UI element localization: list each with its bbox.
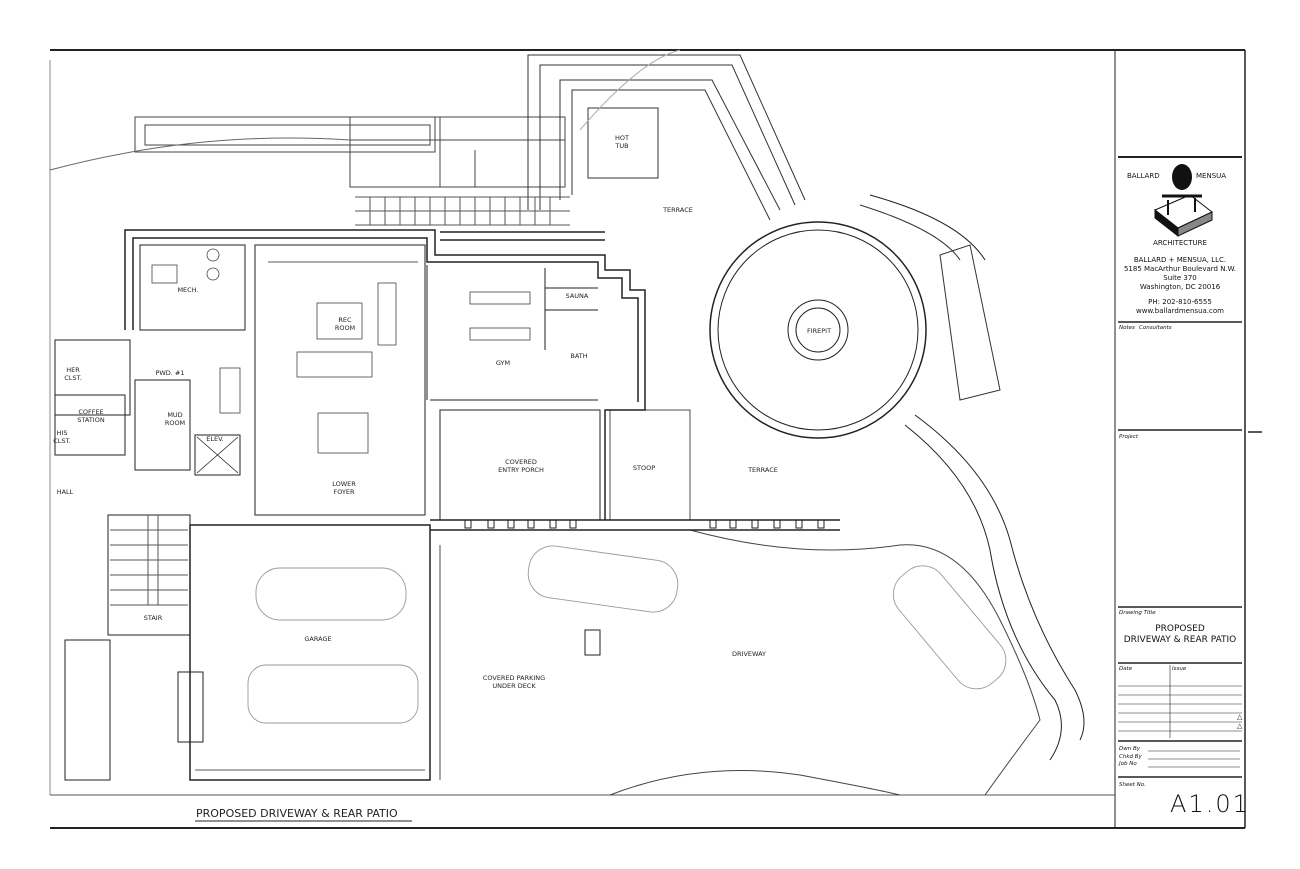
label-foyer-2: FOYER	[333, 488, 355, 496]
firm-address-1: 5185 MacArthur Boulevard N.W.	[1123, 265, 1237, 273]
sheet-number: A1.01	[1170, 790, 1250, 818]
firm-phone: PH: 202-810-6555	[1148, 298, 1212, 306]
label-hall: HALL	[57, 488, 74, 496]
drawing-caption: PROPOSED DRIVEWAY & REAR PATIO	[196, 807, 398, 820]
label-stoop: STOOP	[633, 464, 655, 472]
label-foyer-1: LOWER	[332, 480, 356, 488]
firm-logo	[1154, 164, 1213, 238]
drawing-title: PROPOSED DRIVEWAY & REAR PATIO	[1118, 624, 1242, 646]
label-stair: STAIR	[144, 614, 163, 622]
firm-name-right: MENSUA	[1196, 172, 1227, 180]
sheet-no-label: Sheet No.	[1119, 782, 1146, 788]
room-labels: HOT TUB TERRACE FIREPIT MECH. REC ROOM G…	[53, 134, 831, 690]
cars	[247, 545, 1007, 724]
firm-address-3: Washington, DC 20016	[1139, 283, 1221, 291]
label-his-closet-2: CLST.	[53, 437, 71, 445]
label-bath: BATH	[570, 352, 587, 360]
label-coffee-1: COFFEE	[78, 408, 103, 416]
label-rec-room-2: ROOM	[335, 324, 355, 332]
terrace-walls	[527, 54, 806, 221]
title-block-lines	[1118, 156, 1242, 778]
label-coffee-2: STATION	[77, 416, 105, 424]
label-sauna: SAUNA	[566, 292, 589, 300]
label-pwd: PWD. #1	[155, 369, 184, 377]
date-label: Date	[1119, 666, 1133, 672]
label-his-closet-1: HIS	[57, 429, 68, 437]
label-mud-2: ROOM	[165, 419, 185, 427]
label-elev: ELEV.	[206, 435, 224, 443]
chkd-by-label: Chkd By	[1119, 753, 1142, 760]
furniture	[151, 248, 531, 454]
columns	[464, 519, 825, 529]
label-garage: GARAGE	[304, 635, 331, 643]
site-arc-top	[49, 137, 351, 171]
label-hot-tub-1: HOT	[615, 134, 629, 142]
dwn-by-label: Dwn By	[1119, 746, 1140, 752]
label-hot-tub-2: TUB	[614, 142, 628, 150]
label-firepit: FIREPIT	[807, 327, 831, 335]
firm-architecture: ARCHITECTURE	[1153, 239, 1207, 247]
job-no-label: Job No	[1119, 761, 1137, 767]
label-mech: MECH.	[177, 286, 198, 294]
house-walls	[54, 229, 840, 781]
label-her-closet-1: HER	[66, 366, 80, 374]
label-parking-1: COVERED PARKING	[483, 674, 545, 682]
drawn-checked-block: Dwn By Chkd By Job No	[1119, 746, 1142, 769]
issue-label: Issue	[1172, 666, 1187, 672]
revision-triangle-1: △	[1237, 713, 1243, 721]
label-parking-2: UNDER DECK	[492, 682, 536, 690]
pergola-beams	[134, 116, 566, 188]
drawing-title-line-1: PROPOSED	[1155, 624, 1205, 634]
tree-line	[579, 49, 681, 131]
firm-company: BALLARD + MENSUA, LLC.	[1133, 256, 1227, 264]
label-rec-room-1: REC	[338, 316, 352, 324]
stair-treads	[110, 515, 188, 606]
firm-website: www.ballardmensua.com	[1136, 307, 1224, 315]
label-mud-1: MUD	[167, 411, 182, 419]
label-porch-1: COVERED	[505, 458, 537, 466]
label-terrace-mid: TERRACE	[747, 466, 778, 474]
label-driveway: DRIVEWAY	[732, 650, 766, 658]
firm-name-left: BALLARD	[1127, 172, 1160, 180]
revision-triangle-2: △	[1237, 722, 1243, 730]
label-terrace-top: TERRACE	[662, 206, 693, 214]
notes-label: Notes	[1119, 325, 1135, 331]
firm-address-block: BALLARD + MENSUA, LLC. 5185 MacArthur Bo…	[1118, 256, 1242, 316]
round-terrace	[709, 194, 1085, 761]
exterior-steps	[355, 196, 570, 226]
firm-address-2: Suite 370	[1163, 274, 1197, 282]
project-label: Project	[1119, 434, 1139, 440]
label-porch-2: ENTRY PORCH	[498, 466, 544, 474]
consultants-label: Consultants	[1139, 325, 1172, 331]
drawing-title-label: Drawing Title	[1119, 610, 1156, 616]
label-her-closet-2: CLST.	[64, 374, 82, 382]
hot-tub-outline	[587, 107, 659, 179]
label-gym: GYM	[496, 359, 510, 367]
driveway-edges	[609, 529, 1041, 796]
drawing-title-line-2: DRIVEWAY & REAR PATIO	[1123, 635, 1237, 645]
